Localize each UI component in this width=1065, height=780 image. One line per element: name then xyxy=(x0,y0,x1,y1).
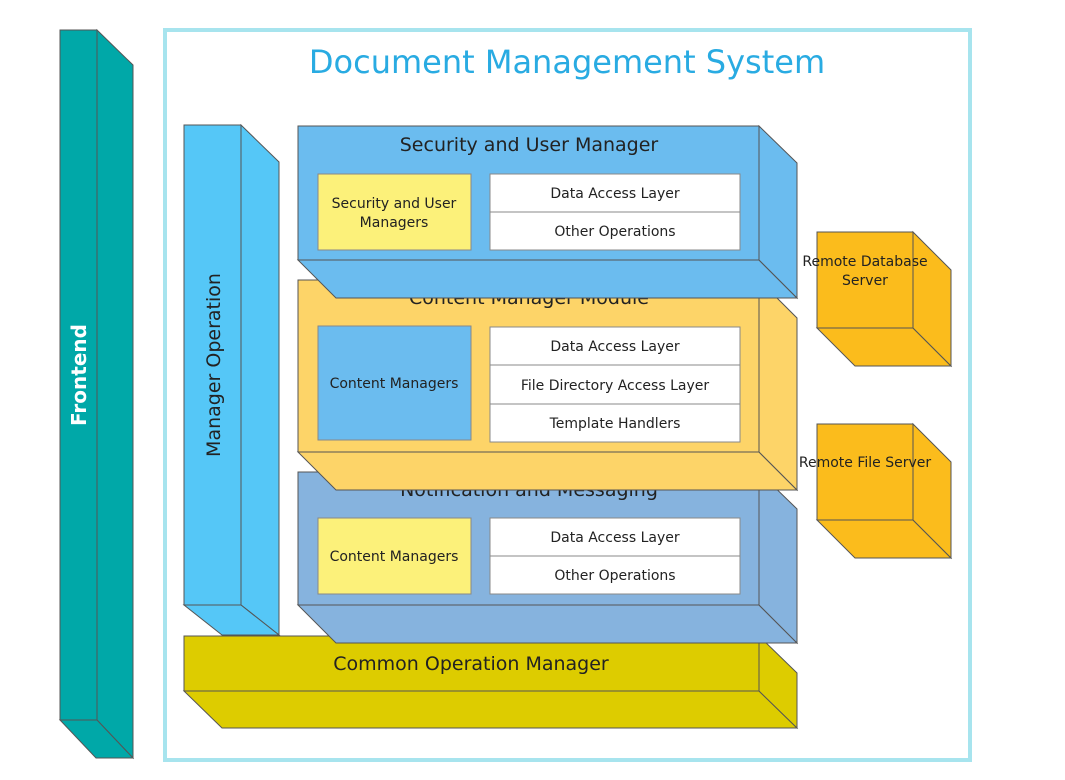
module-content-layer-3 xyxy=(489,403,741,443)
common-operation-bar: Common Operation Manager xyxy=(182,634,799,730)
module-security-layer-2 xyxy=(489,211,741,251)
module-security-layer-1 xyxy=(489,173,741,213)
module-security-layer-1-label: Data Access Layer xyxy=(550,186,680,202)
module-content-layer-1-label: Data Access Layer xyxy=(550,339,680,355)
module-notification-layer-1 xyxy=(489,517,741,557)
module-content-layer-2-label: File Directory Access Layer xyxy=(521,378,710,394)
label-line: Remote File Server xyxy=(799,455,931,471)
label-line: Server xyxy=(842,273,888,289)
module-content-layer-1 xyxy=(489,326,741,366)
module-content-layer-3-label: Template Handlers xyxy=(549,416,681,432)
module-content-main-label: Content Managers xyxy=(330,376,459,392)
module-notification-layer-1-label: Data Access Layer xyxy=(550,530,680,546)
common-operation-label: Common Operation Manager xyxy=(333,653,609,675)
manager-operation-bar: Manager Operation xyxy=(182,123,281,637)
frontend-bar: Frontend xyxy=(58,28,135,760)
server-file: Remote File Server xyxy=(799,422,953,560)
label-line: Security and User xyxy=(332,196,457,212)
module-content: Content Manager Module Content Managers … xyxy=(296,278,799,492)
diagram-title: Document Management System xyxy=(309,43,825,81)
module-security-title: Security and User Manager xyxy=(400,134,659,156)
label-line: Remote Database xyxy=(802,254,927,270)
module-notification-main-label: Content Managers xyxy=(330,549,459,565)
manager-operation-label: Manager Operation xyxy=(203,273,225,457)
server-file-label: Remote File Server xyxy=(799,455,931,471)
label-line: Managers xyxy=(360,215,429,231)
module-security: Security and User Manager Security and U… xyxy=(296,124,799,300)
module-notification: Notification and Messaging Content Manag… xyxy=(296,470,799,645)
module-content-layer-2 xyxy=(489,364,741,405)
module-notification-main-box xyxy=(317,517,472,595)
module-content-main-box xyxy=(317,325,472,441)
frontend-label: Frontend xyxy=(67,324,91,426)
module-security-main-box xyxy=(317,173,472,251)
module-notification-layer-2-label: Other Operations xyxy=(554,568,675,584)
module-notification-layer-2 xyxy=(489,555,741,595)
module-security-layer-2-label: Other Operations xyxy=(554,224,675,240)
